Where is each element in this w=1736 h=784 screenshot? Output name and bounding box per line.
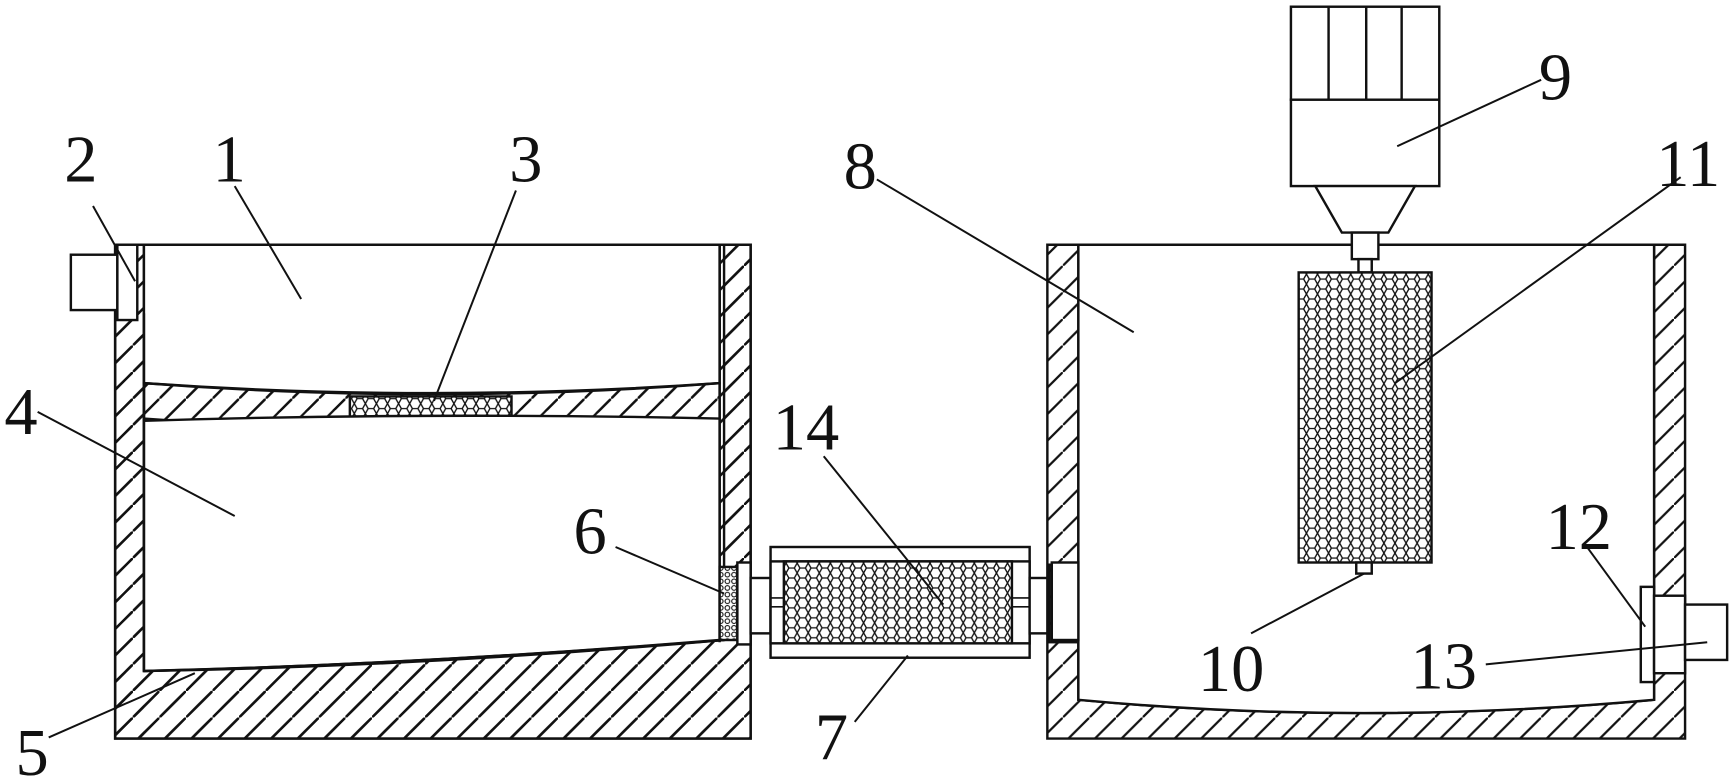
leader-11 [1394,176,1682,384]
leader-1 [233,185,303,300]
motor-body [1289,98,1441,188]
leader-7 [853,654,909,723]
valve-filter [718,565,739,642]
label-13: 13 [1410,631,1476,704]
left-wall-hatch [116,313,144,738]
inlet-flange [116,243,139,322]
leader-4 [37,411,236,517]
upper-chamber [142,243,721,395]
label-7: 7 [815,702,848,775]
label-4: 4 [4,376,37,449]
label-8: 8 [844,130,877,203]
bottom-hatch [116,640,750,738]
label-11: 11 [1656,128,1720,201]
label-10: 10 [1198,633,1264,706]
label-9: 9 [1539,42,1572,115]
inlet-pipe [69,253,119,312]
leader-lines [37,78,1708,739]
left-coupling [749,576,772,635]
leader-9 [1396,78,1542,148]
label-2: 2 [64,124,97,197]
part-labels: 1 2 3 4 5 6 7 8 9 10 11 12 13 14 [4,42,1720,784]
right-wall-hatch [720,245,750,574]
outlet-pipe [1683,603,1729,662]
bottom-slope-line [143,638,725,673]
motor-shaft-coupling [1350,231,1380,261]
label-1: 1 [213,124,246,197]
leader-6 [615,546,725,595]
drum-bottom-shaft [1355,561,1373,575]
valve-frame [736,561,752,646]
leader-14 [822,455,945,606]
rotating-filter-drum [1297,271,1433,564]
lower-chamber [142,414,721,673]
outlet-valve [1639,585,1656,684]
motor-reducer [1313,184,1418,234]
motor-shaft [1357,257,1373,274]
label-12: 12 [1546,491,1612,564]
label-3: 3 [509,124,542,197]
outlet-flange [1652,594,1687,675]
activated-carbon-filter [782,560,1014,645]
leader-10 [1250,572,1365,635]
label-6: 6 [574,496,607,569]
leader-8 [876,178,1135,334]
leader-12 [1584,544,1647,628]
leader-13 [1485,641,1708,666]
leader-5 [48,672,196,739]
right-inlet-port [1050,561,1080,642]
label-14: 14 [773,392,839,465]
leader-3 [433,190,517,402]
leader-2 [92,205,136,282]
label-5: 5 [16,717,49,784]
